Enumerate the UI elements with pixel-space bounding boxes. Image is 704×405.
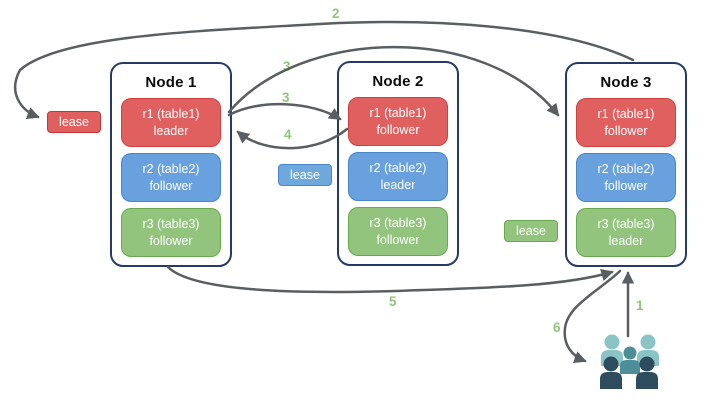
replica-name: r2 (table2) <box>142 162 200 177</box>
node-1: Node 1 r1 (table1) leader r2 (table2) fo… <box>110 62 232 267</box>
node-title: Node 3 <box>600 74 652 91</box>
arrow-5-path <box>166 265 614 294</box>
step-label-1: 1 <box>636 298 644 313</box>
node-title: Node 1 <box>145 74 197 91</box>
lease-badge-blue: lease <box>278 164 332 186</box>
replica-r3-node1: r3 (table3) follower <box>121 208 221 257</box>
step-label-2: 2 <box>332 6 340 21</box>
replica-r3-node3: r3 (table3) leader <box>576 208 676 257</box>
replica-name: r1 (table1) <box>142 107 200 122</box>
replica-r3-node2: r3 (table3) follower <box>348 207 448 256</box>
node-2: Node 2 r1 (table1) follower r2 (table2) … <box>337 61 459 266</box>
replica-name: r3 (table3) <box>142 217 200 232</box>
replica-role: follower <box>376 122 420 137</box>
replica-name: r3 (table3) <box>597 217 655 232</box>
step-label-6: 6 <box>553 320 561 335</box>
arrow-6-path <box>563 269 622 364</box>
lease-badge-red: lease <box>47 111 101 133</box>
replica-role: follower <box>604 178 648 193</box>
node-title: Node 2 <box>372 73 424 90</box>
node-3: Node 3 r1 (table1) follower r2 (table2) … <box>565 62 687 267</box>
replica-role: leader <box>380 177 416 192</box>
step-label-3a: 3 <box>283 59 291 74</box>
replica-name: r3 (table3) <box>369 216 427 231</box>
replica-name: r1 (table1) <box>597 107 655 122</box>
replica-name: r1 (table1) <box>369 106 427 121</box>
replica-r2-node3: r2 (table2) follower <box>576 153 676 202</box>
step-label-4: 4 <box>284 127 292 142</box>
replica-role: follower <box>376 232 420 247</box>
replica-role: leader <box>608 233 644 248</box>
step-label-5: 5 <box>389 294 397 309</box>
lease-badge-green: lease <box>504 220 558 242</box>
replica-r1-node2: r1 (table1) follower <box>348 97 448 146</box>
replica-role: follower <box>149 233 193 248</box>
users-icon <box>600 334 659 389</box>
replica-role: leader <box>153 123 189 138</box>
replica-name: r2 (table2) <box>597 162 655 177</box>
replica-r1-node1: r1 (table1) leader <box>121 98 221 147</box>
arrow-3-to-node2-path <box>227 102 342 121</box>
arrow-4-path <box>236 127 349 150</box>
replica-r2-node2: r2 (table2) leader <box>348 152 448 201</box>
replica-role: follower <box>604 123 648 138</box>
replica-r1-node3: r1 (table1) follower <box>576 98 676 147</box>
replica-r2-node1: r2 (table2) follower <box>121 153 221 202</box>
replica-name: r2 (table2) <box>369 161 427 176</box>
arrow-2-path <box>14 20 635 119</box>
replica-role: follower <box>149 178 193 193</box>
step-label-3b: 3 <box>282 90 290 105</box>
